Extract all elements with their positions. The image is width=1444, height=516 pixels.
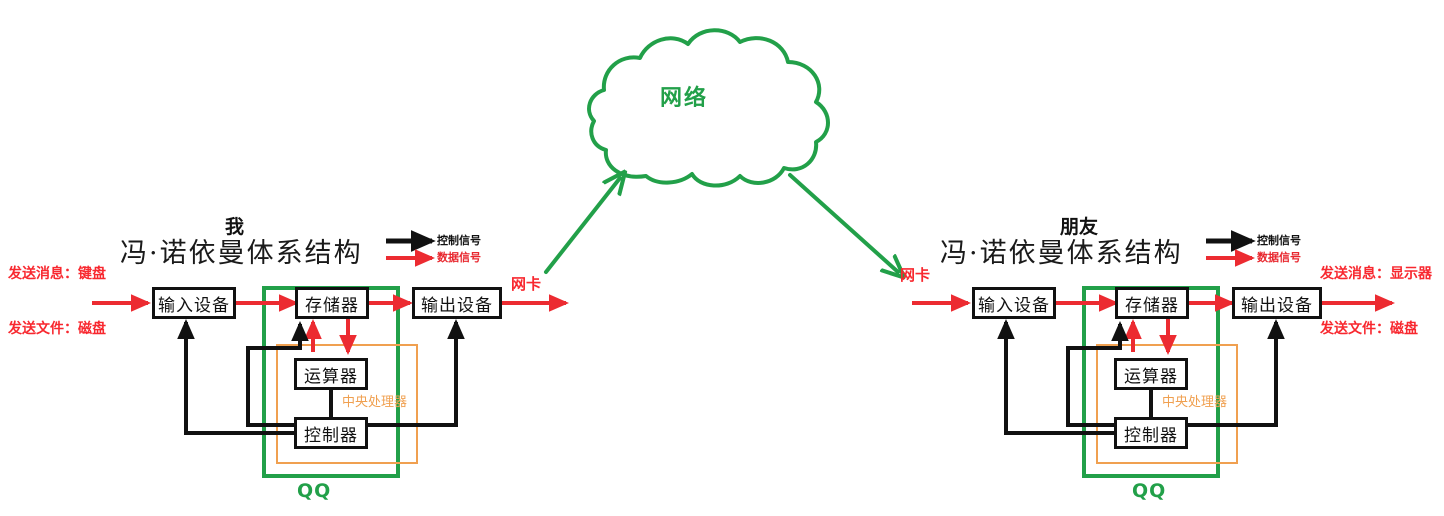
qq-label-left: QQ <box>297 480 332 502</box>
box-alu-left-label: 运算器 <box>304 366 358 387</box>
output-note-disk-right: 发送文件：磁盘 <box>1320 321 1418 337</box>
network-cloud-shape <box>587 28 830 188</box>
box-output-device-right-label: 输出设备 <box>1241 295 1313 316</box>
green-arrow-to-cloud <box>544 178 620 274</box>
person-title-right: 朋友 <box>1060 216 1099 238</box>
box-alu-right-label: 运算器 <box>1124 366 1178 387</box>
box-controller-left: 控制器 <box>294 417 368 449</box>
box-memory-left-label: 存储器 <box>305 295 359 316</box>
box-memory-left: 存储器 <box>295 287 369 319</box>
legend-data-label-right: 数据信号 <box>1257 251 1301 264</box>
box-input-device-right-label: 输入设备 <box>978 295 1050 316</box>
person-title-left: 我 <box>225 216 245 238</box>
box-output-device-right: 输出设备 <box>1232 287 1322 319</box>
box-controller-right: 控制器 <box>1114 417 1188 449</box>
box-output-device-left-label: 输出设备 <box>421 295 493 316</box>
input-note-keyboard-left: 发送消息：键盘 <box>8 266 106 282</box>
qq-label-right: QQ <box>1132 480 1167 502</box>
box-memory-right-label: 存储器 <box>1125 295 1179 316</box>
box-controller-left-label: 控制器 <box>304 425 358 446</box>
box-output-device-left: 输出设备 <box>412 287 502 319</box>
nic-label-right: 网卡 <box>900 266 931 284</box>
box-controller-right-label: 控制器 <box>1124 425 1178 446</box>
box-memory-right: 存储器 <box>1115 287 1189 319</box>
left-side-vectors <box>92 286 569 478</box>
legend-control-label-left: 控制信号 <box>437 234 481 247</box>
legend-data-label-left: 数据信号 <box>437 251 481 264</box>
box-input-device-left: 输入设备 <box>152 287 236 319</box>
cpu-label-right: 中央处理器 <box>1162 395 1228 410</box>
architecture-title-left: 冯·诺依曼体系结构 <box>120 238 363 269</box>
green-arrow-from-cloud <box>788 173 898 272</box>
box-alu-left: 运算器 <box>294 358 368 390</box>
box-input-device-right: 输入设备 <box>972 287 1056 319</box>
box-input-device-left-label: 输入设备 <box>158 295 230 316</box>
architecture-title-right: 冯·诺依曼体系结构 <box>940 238 1183 269</box>
box-alu-right: 运算器 <box>1114 358 1188 390</box>
output-note-display-right: 发送消息：显示器 <box>1320 266 1432 282</box>
network-cloud-label: 网络 <box>660 86 709 111</box>
cpu-label-left: 中央处理器 <box>342 395 408 410</box>
legend-control-label-right: 控制信号 <box>1257 234 1301 247</box>
input-note-disk-left: 发送文件：磁盘 <box>8 321 106 337</box>
nic-label-left: 网卡 <box>511 275 542 293</box>
